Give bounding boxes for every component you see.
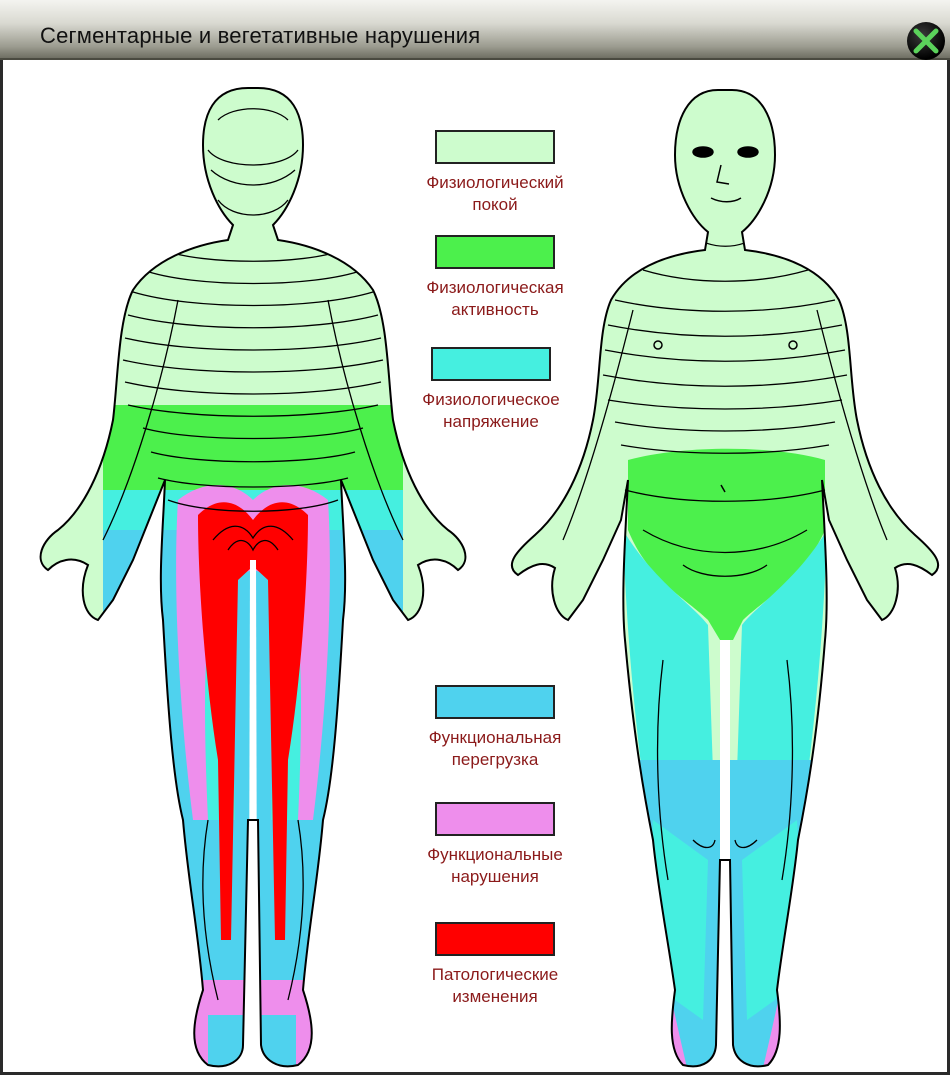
close-icon [907,22,945,60]
legend-swatch-activity [435,235,555,269]
title-bar[interactable]: Сегментарные и вегетативные нарушения [0,0,950,60]
legend-swatch-pathological [435,922,555,956]
close-button[interactable] [907,22,945,60]
legend-swatch-tension [431,347,551,381]
legend-swatch-rest [435,130,555,164]
legend-swatch-overload [435,685,555,719]
window-title: Сегментарные и вегетативные нарушения [40,23,480,49]
legend-swatch-functional [435,802,555,836]
